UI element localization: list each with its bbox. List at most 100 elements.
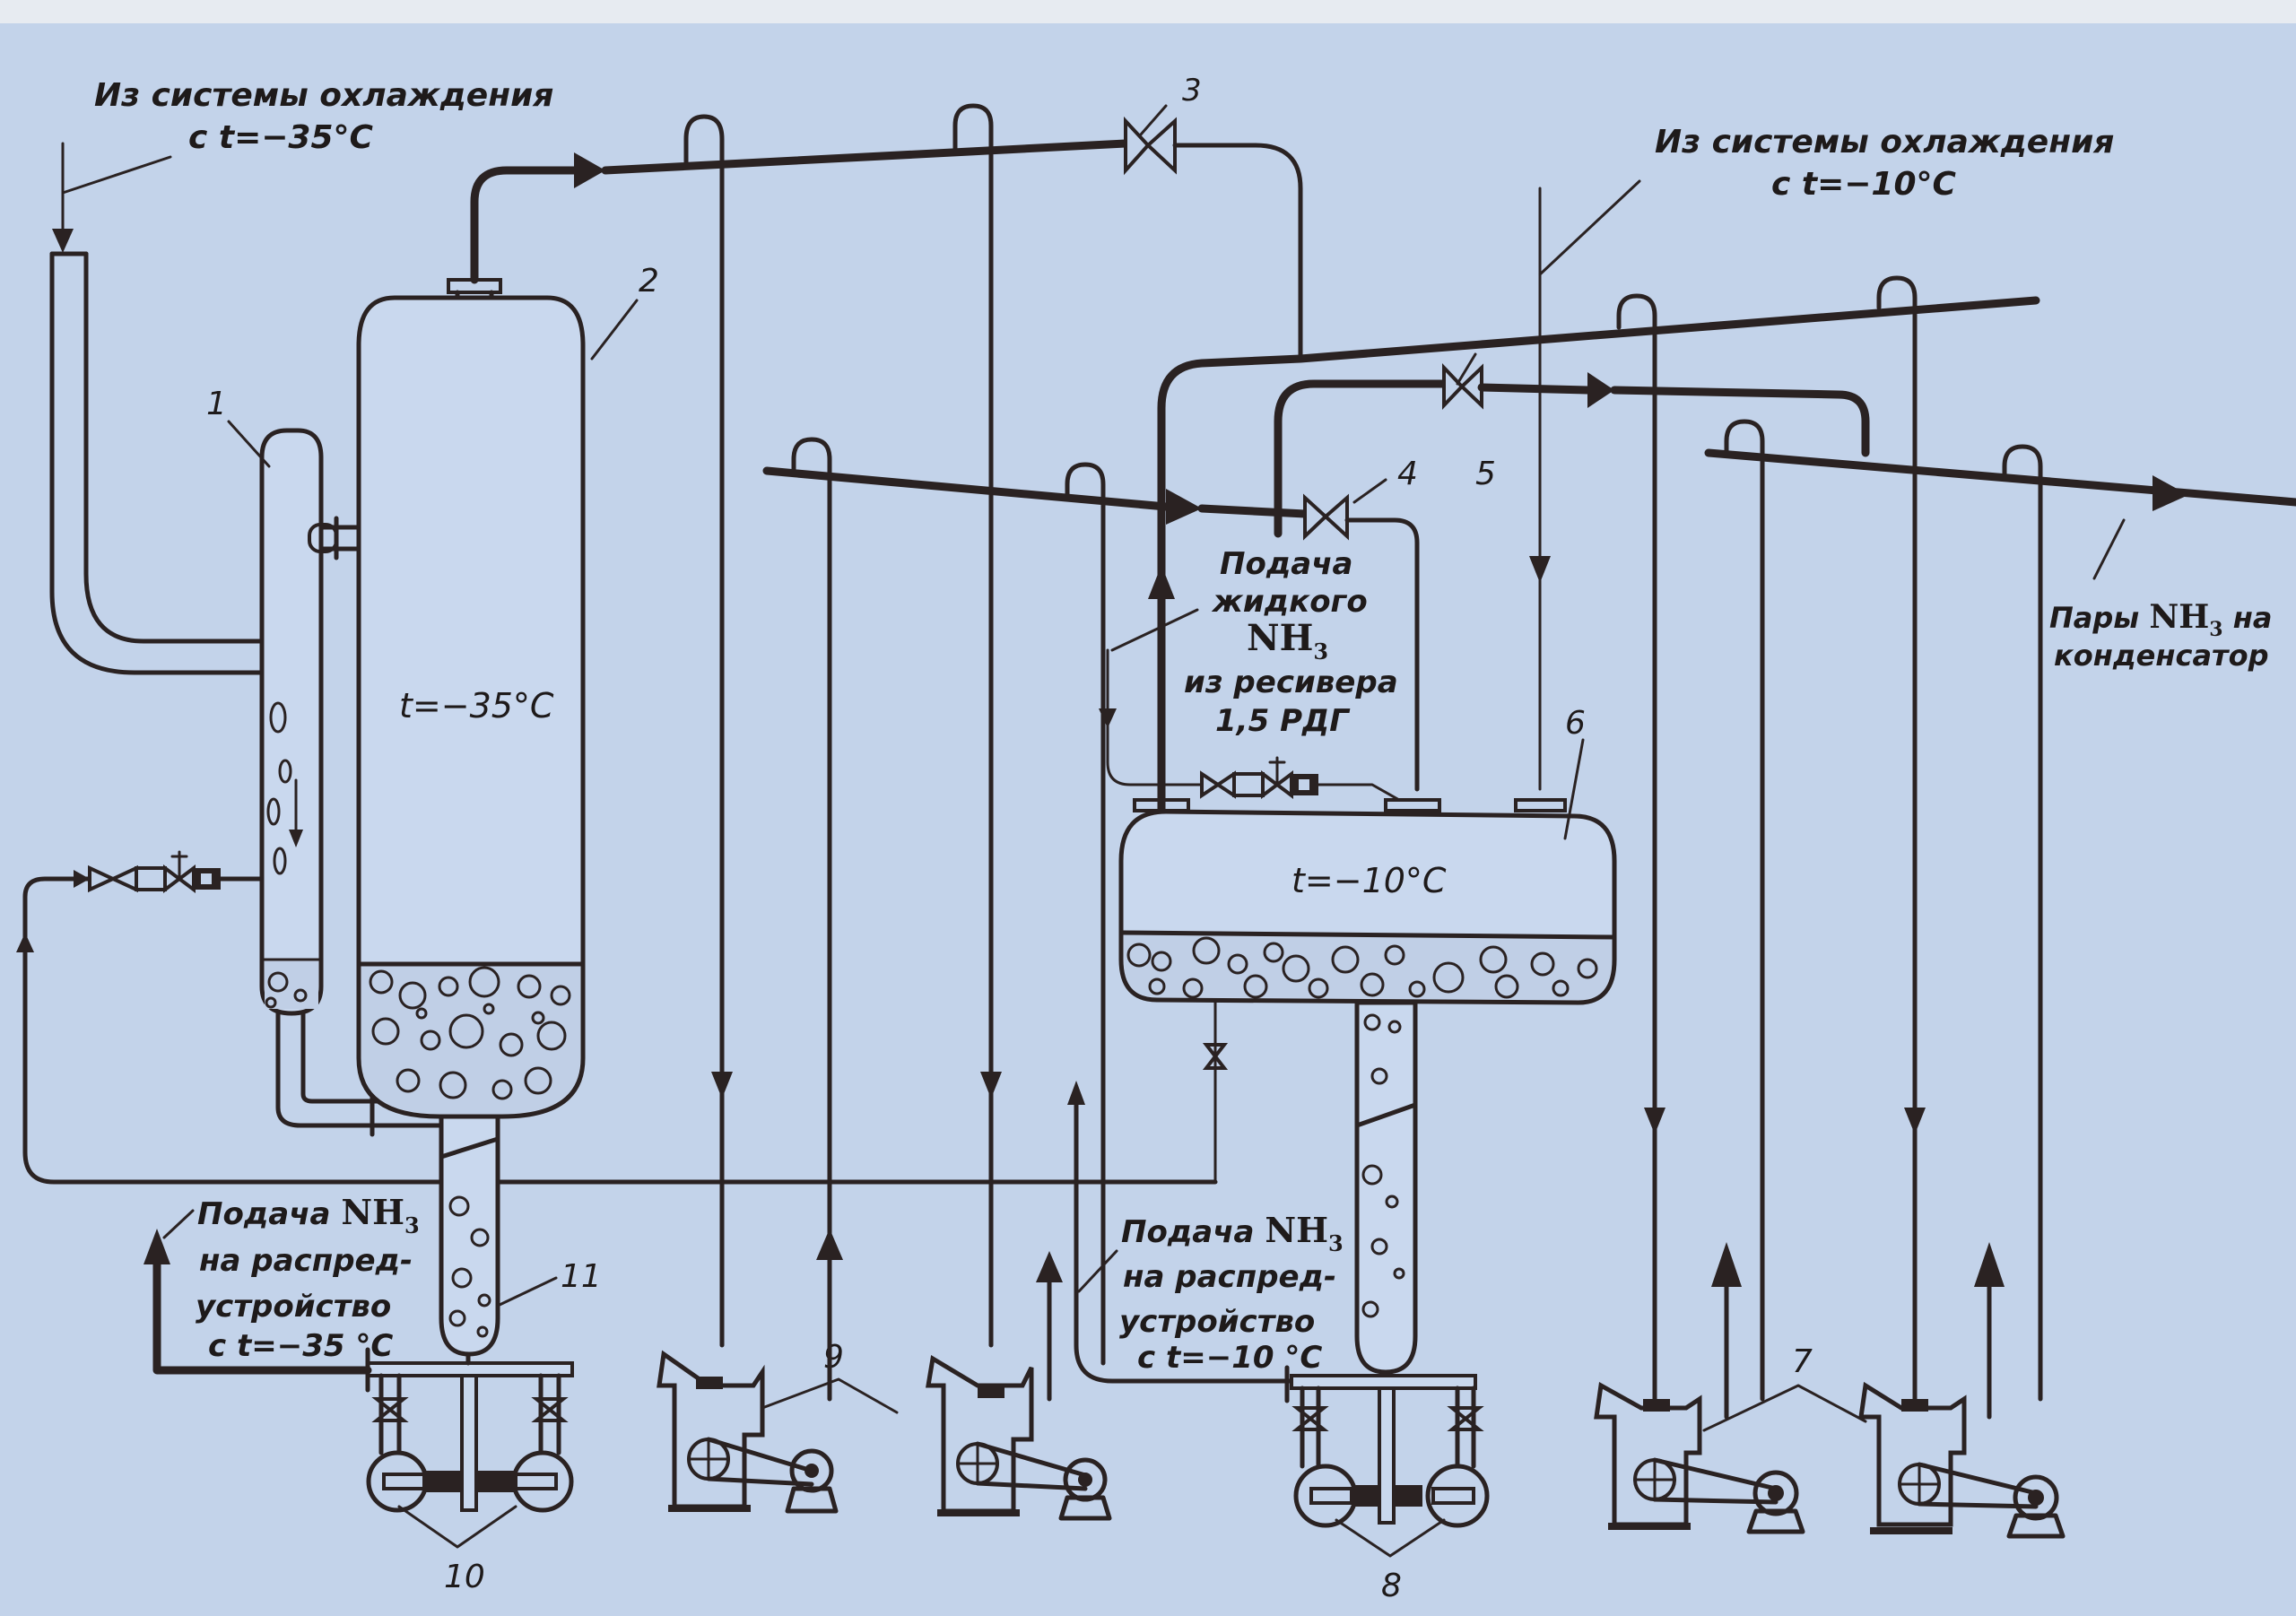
arrow-down-icon bbox=[289, 830, 303, 847]
component-number-11: 11 bbox=[561, 1258, 602, 1295]
pump-10-left-body bbox=[366, 1450, 429, 1513]
low-discharge-loop-a bbox=[791, 437, 832, 1366]
receiver-35-body bbox=[356, 295, 586, 1119]
leader-4 bbox=[1352, 478, 1387, 504]
leader-liquid-supply bbox=[1110, 608, 1199, 652]
pump-10-right-legs bbox=[538, 1373, 561, 1455]
column-flange-pipe bbox=[318, 525, 361, 552]
compressor-7a-motor-base bbox=[1746, 1508, 1805, 1534]
valve-5-icon bbox=[1442, 363, 1483, 410]
valve-icon bbox=[1202, 1043, 1229, 1070]
low-discharge-header bbox=[762, 437, 1420, 1366]
supply-35-pipe bbox=[152, 1339, 372, 1375]
arrow-down-icon bbox=[1099, 708, 1117, 728]
pump-8-left-coupling bbox=[1352, 1485, 1378, 1507]
discharge-loop-e bbox=[1724, 419, 1765, 1402]
standpipe-10-divider bbox=[1354, 1102, 1418, 1128]
compressor-9a-motor-base bbox=[785, 1486, 839, 1514]
valve-4-icon bbox=[1303, 493, 1349, 541]
pump-10-left-coupling bbox=[424, 1471, 460, 1492]
inlet-pipe-inner bbox=[83, 251, 272, 644]
header-loop-d bbox=[1876, 275, 1918, 1402]
leader-cooling-in-35 bbox=[61, 155, 172, 195]
label-cooling-in-10-line2: с t=−10°C bbox=[1771, 166, 1957, 203]
pump-8-right-motor bbox=[1431, 1487, 1475, 1505]
pump-8-left-legs bbox=[1300, 1386, 1321, 1469]
suction-header-low-line bbox=[601, 139, 1130, 175]
arrow-down-icon bbox=[1904, 1108, 1926, 1134]
valve-icon bbox=[1447, 1406, 1484, 1431]
leader-supply-35 bbox=[162, 1209, 195, 1239]
component-number-2: 2 bbox=[639, 263, 659, 300]
label-supply-10: Подача NH3 на распред- устройство с t=−1… bbox=[1077, 1210, 1344, 1376]
pump-8-right-body bbox=[1425, 1464, 1490, 1528]
compressor-group-9 bbox=[657, 1072, 1112, 1521]
compressor-7b bbox=[1858, 1108, 2066, 1539]
pump-group-10 bbox=[144, 1229, 574, 1549]
arrow-up-icon bbox=[144, 1229, 170, 1264]
pump-8-left-body bbox=[1293, 1464, 1358, 1528]
valve-icon bbox=[88, 864, 117, 893]
label-vapor-out: Пары NH3 на конденсатор bbox=[2049, 598, 2272, 673]
valve-4-outlet bbox=[1344, 517, 1420, 792]
leader-8 bbox=[1335, 1518, 1446, 1558]
compressor-7b-body bbox=[1858, 1381, 1967, 1527]
receiver-10-flange-b bbox=[1384, 798, 1441, 812]
compressor-7a-motor bbox=[1752, 1470, 1799, 1516]
page-top-strip bbox=[0, 0, 2296, 23]
leader-10 bbox=[397, 1505, 517, 1549]
compressor-7a bbox=[1594, 1108, 1805, 1534]
arrow-down-icon bbox=[1529, 556, 1551, 583]
compressor-9b-base bbox=[937, 1509, 1020, 1516]
label-supply-35-line2: на распред- bbox=[199, 1243, 413, 1279]
bottom-return-line bbox=[22, 1150, 1218, 1185]
compressor-7b-base bbox=[1870, 1527, 1952, 1534]
regulator-valve-line-10 bbox=[1099, 648, 1401, 802]
pump-10-left-motor bbox=[382, 1473, 426, 1490]
receiver-10-bubbles bbox=[1126, 936, 1598, 999]
standpipe-35-bubbles bbox=[448, 1195, 491, 1338]
label-vapor-out-line2: конденсатор bbox=[2054, 639, 2268, 673]
label-supply-35: Подача NH3 на распред- устройство с t=−3… bbox=[162, 1192, 420, 1364]
filter-icon bbox=[135, 866, 167, 891]
component-number-9: 9 bbox=[823, 1339, 844, 1376]
receiver-35-outlet bbox=[470, 166, 578, 284]
leader-supply-10 bbox=[1077, 1249, 1118, 1293]
arrow-up-icon bbox=[16, 933, 34, 952]
motor-hub bbox=[1078, 1473, 1092, 1487]
header-loop-c bbox=[1616, 293, 1657, 1402]
motor-hub bbox=[804, 1464, 819, 1478]
label-cooling-in-35: Из системы охлаждения с t=−35°C bbox=[61, 77, 553, 195]
standpipe-35-divider bbox=[439, 1136, 500, 1160]
compressor-7a-base bbox=[1608, 1523, 1691, 1530]
arrow-up-icon bbox=[1148, 565, 1175, 599]
component-number-10: 10 bbox=[444, 1559, 485, 1595]
valve-icon bbox=[371, 1397, 409, 1422]
suction-loop-b bbox=[952, 103, 994, 1348]
suction-header-low bbox=[470, 103, 1303, 1348]
intermediate-header-line bbox=[1157, 296, 2040, 816]
label-supply-10-line2: на распред- bbox=[1123, 1259, 1336, 1295]
pump-10-right-coupling bbox=[478, 1471, 514, 1492]
receiver-10-flange-c bbox=[1514, 798, 1567, 812]
component-number-4: 4 bbox=[1397, 456, 1418, 492]
valve-icon bbox=[1200, 770, 1222, 799]
valve-icon bbox=[1261, 770, 1281, 799]
arrow-up-icon bbox=[1067, 1081, 1085, 1105]
compressor-group-7 bbox=[1594, 1108, 2066, 1539]
valve-icon bbox=[1214, 770, 1236, 799]
pump-10-left-legs bbox=[378, 1373, 402, 1455]
valve-icon bbox=[163, 864, 183, 893]
arrow-right-icon bbox=[1166, 489, 1202, 525]
arrow-right-icon bbox=[574, 152, 605, 188]
inlet-pipe-outer bbox=[49, 251, 272, 675]
compressor-7b-suction-flange bbox=[1901, 1399, 1928, 1412]
pump-10-right-body bbox=[511, 1450, 574, 1513]
pump-group-8 bbox=[1067, 1081, 1490, 1558]
component-number-1: 1 bbox=[206, 386, 227, 422]
arrow-down-icon bbox=[1644, 1108, 1665, 1134]
standpipe-10-body bbox=[1354, 1000, 1418, 1375]
low-discharge-line-b bbox=[1197, 504, 1309, 518]
column-outlet-a bbox=[275, 1011, 451, 1128]
compressor-7a-suction-flange bbox=[1643, 1399, 1670, 1412]
